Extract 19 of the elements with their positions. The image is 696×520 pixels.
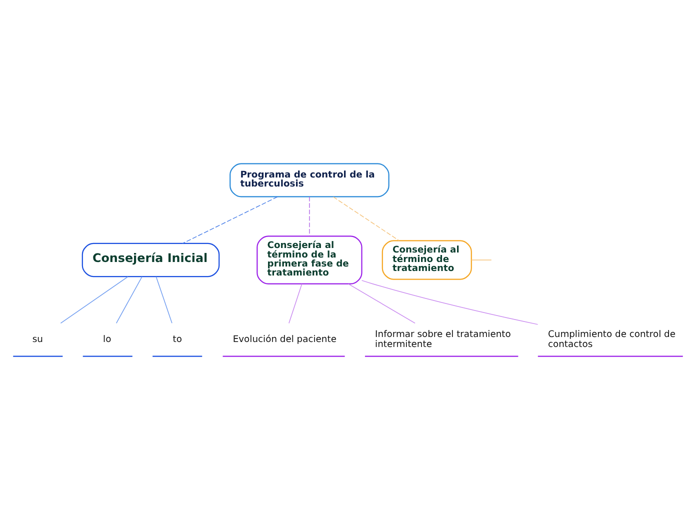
node-text: Evolución del paciente <box>232 334 336 346</box>
connector <box>116 276 142 324</box>
connector <box>288 284 302 324</box>
connector <box>332 196 400 241</box>
connector <box>309 196 310 236</box>
node-text: su <box>32 334 43 346</box>
connector <box>60 276 128 324</box>
connector <box>348 284 416 324</box>
node-text: to <box>172 334 182 346</box>
node-text: Cumplimiento de control de contactos <box>548 329 676 350</box>
node-box: Programa de control de la tuberculosis <box>230 163 390 198</box>
connector <box>182 196 278 244</box>
connector <box>156 276 172 324</box>
connector <box>361 280 538 325</box>
node-text: Informar sobre el tratamiento intermitente <box>375 329 511 350</box>
node-box: Consejería al término de la primera fase de tratamiento <box>256 236 362 284</box>
node-box: Consejería al término de tratamiento <box>382 240 472 280</box>
node-box: Consejería Inicial <box>82 242 220 278</box>
node-text: lo <box>103 334 112 346</box>
